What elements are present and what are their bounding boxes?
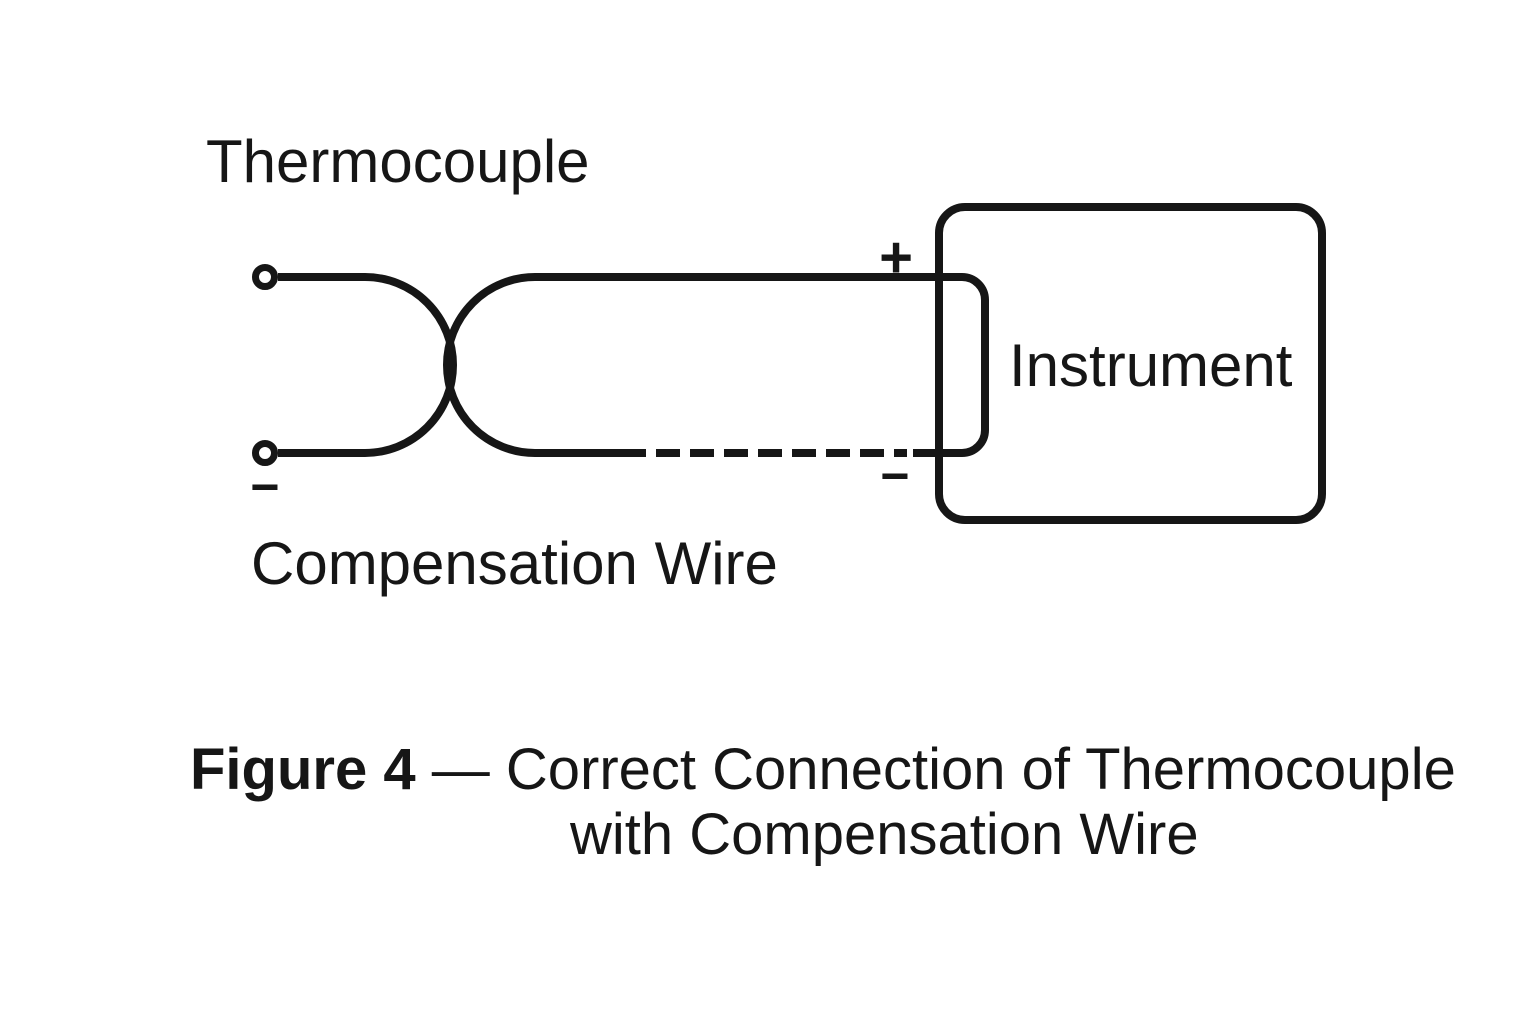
compensation-twist-arc bbox=[443, 273, 622, 457]
caption-separator: — bbox=[431, 737, 490, 802]
plus-polarity-mark: + bbox=[879, 225, 913, 290]
minus-polarity-mark-instrument: − bbox=[880, 448, 910, 504]
thermocouple-terminal-bottom bbox=[252, 440, 278, 466]
minus-polarity-mark-terminal: − bbox=[250, 459, 280, 515]
thermocouple-label: Thermocouple bbox=[206, 128, 590, 195]
caption-title-line1: Correct Connection of Thermocouple bbox=[505, 737, 1456, 802]
compensation-positive-wire bbox=[535, 273, 989, 457]
instrument-box bbox=[935, 203, 1326, 524]
compensation-wire-label: Compensation Wire bbox=[251, 530, 778, 597]
thermocouple-wire-loop bbox=[278, 273, 457, 457]
instrument-label: Instrument bbox=[1009, 332, 1293, 399]
figure-caption-line2: with Compensation Wire bbox=[570, 802, 1199, 867]
figure-number-label: Figure 4 bbox=[190, 737, 416, 802]
figure-caption-line1: Figure 4 — Correct Connection of Thermoc… bbox=[190, 741, 1456, 799]
thermocouple-terminal-top bbox=[252, 264, 278, 290]
